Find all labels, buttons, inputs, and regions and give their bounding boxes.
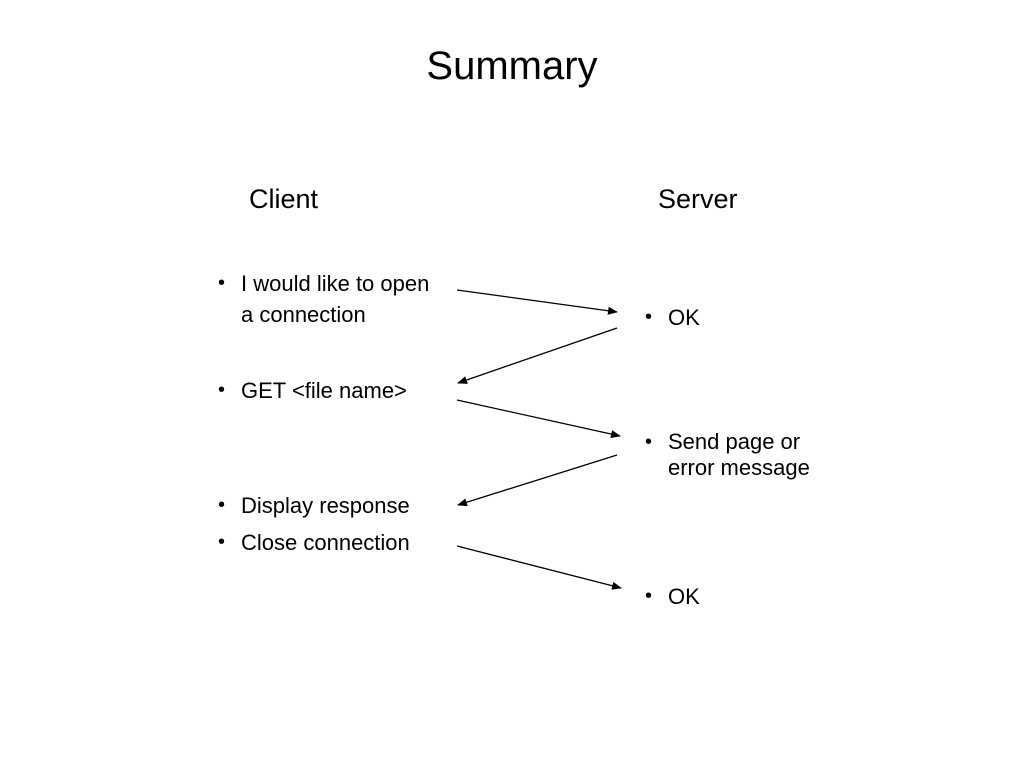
arrow-page-response bbox=[457, 454, 618, 507]
client-step-text: Close connection bbox=[241, 530, 410, 555]
server-step-text: Send page or error message bbox=[668, 429, 810, 480]
slide-title: Summary bbox=[426, 44, 598, 88]
bullet-icon: • bbox=[218, 379, 226, 401]
server-step-ok-open: • OK bbox=[645, 302, 865, 333]
client-heading: Client bbox=[249, 184, 319, 214]
arrow-open-request bbox=[456, 289, 618, 315]
arrow-open-ack bbox=[457, 327, 618, 384]
bullet-icon: • bbox=[645, 306, 653, 328]
bullet-icon: • bbox=[218, 531, 226, 553]
client-step-get-file: • GET <file name> bbox=[218, 375, 458, 406]
bullet-icon: • bbox=[645, 585, 653, 607]
server-heading: Server bbox=[658, 184, 738, 214]
client-step-open-connection: • I would like to open a connection bbox=[218, 268, 458, 330]
client-step-text: I would like to open a connection bbox=[241, 271, 430, 327]
bullet-icon: • bbox=[218, 494, 226, 516]
client-step-close-connection: • Close connection bbox=[218, 527, 458, 558]
bullet-icon: • bbox=[645, 431, 653, 453]
client-step-display-response: • Display response bbox=[218, 490, 458, 521]
client-step-text: Display response bbox=[241, 493, 410, 518]
server-step-send-page: • Send page or error message bbox=[645, 429, 865, 481]
server-step-text: OK bbox=[668, 305, 700, 330]
arrow-get-request bbox=[456, 399, 621, 438]
arrow-close-request bbox=[456, 545, 622, 590]
bullet-icon: • bbox=[218, 272, 226, 294]
client-step-text: GET <file name> bbox=[241, 378, 407, 403]
server-step-ok-close: • OK bbox=[645, 581, 865, 612]
server-step-text: OK bbox=[668, 584, 700, 609]
